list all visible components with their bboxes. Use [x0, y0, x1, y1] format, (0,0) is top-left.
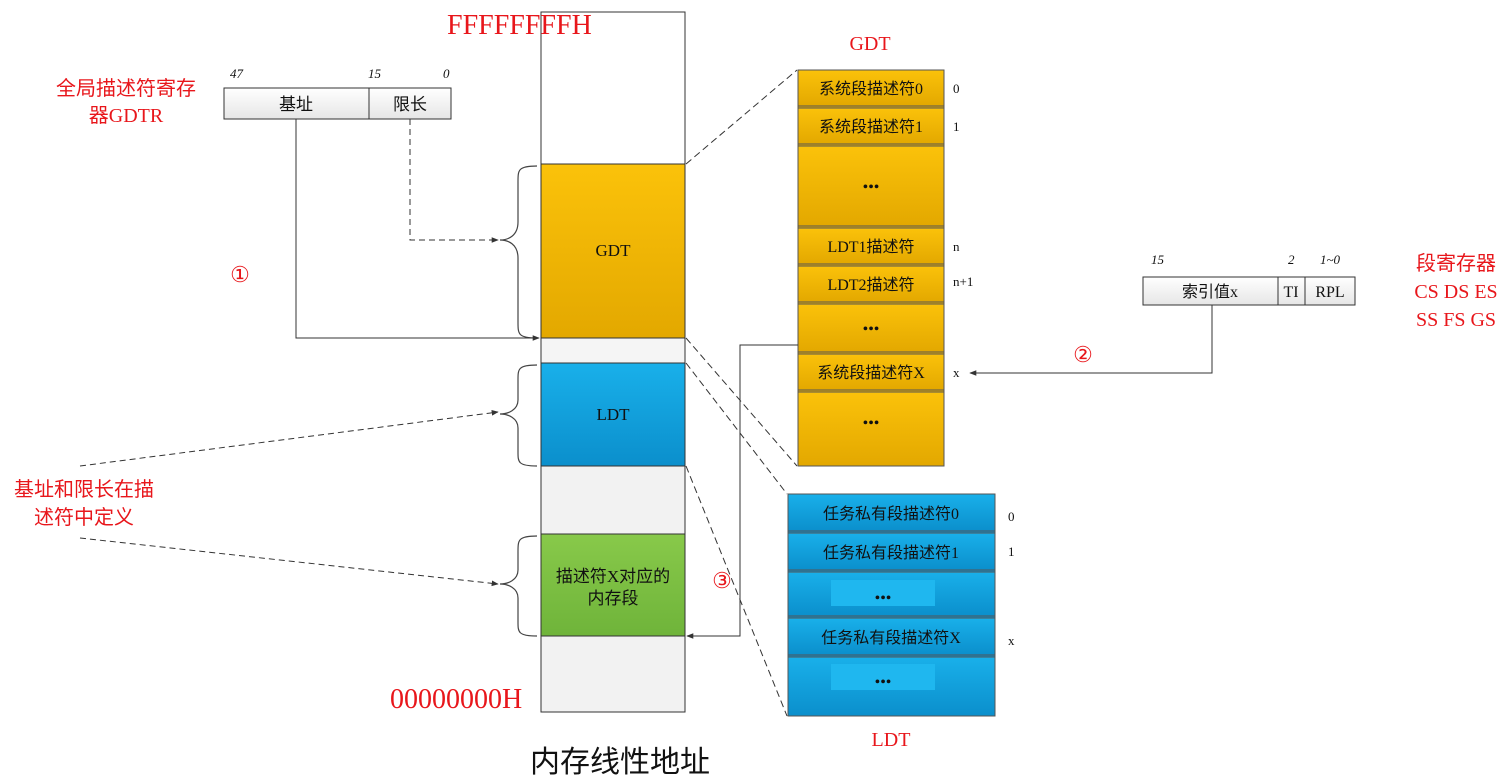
svg-text:系统段描述符0: 系统段描述符0	[819, 80, 923, 98]
svg-text:系统段描述符X: 系统段描述符X	[817, 364, 925, 382]
gdt-entry: 系统段描述符X	[797, 353, 945, 391]
gdtr-bit-15: 15	[368, 66, 382, 81]
svg-text:任务私有段描述符X: 任务私有段描述符X	[821, 629, 961, 647]
selector-index-arrow	[969, 305, 1213, 376]
svg-text:•••: •••	[875, 674, 892, 691]
gdt-index: n	[953, 239, 960, 254]
selector-rpl-field: RPL	[1315, 284, 1344, 301]
gdt-entry: 系统段描述符0	[797, 69, 945, 107]
gdtr-bit-0: 0	[443, 66, 450, 81]
svg-text:•••: •••	[863, 321, 880, 338]
ldt-entry: 任务私有段描述符X	[787, 617, 996, 656]
memory-gdt-label: GDT	[596, 241, 632, 260]
memory-gdt-region	[540, 163, 686, 339]
svg-text:•••: •••	[863, 179, 880, 196]
annotation-arrow-ldt	[79, 410, 499, 467]
gdtr-base-field: 基址	[279, 95, 313, 114]
memory-segment-label-line2: 内存段	[588, 589, 639, 608]
ldt-index: x	[1008, 633, 1015, 648]
selector-index-field: 索引值x	[1182, 283, 1238, 301]
memory-ldt-region	[540, 362, 686, 467]
svg-text:任务私有段描述符0: 任务私有段描述符0	[823, 505, 959, 523]
gdt-entry: •••	[797, 303, 945, 353]
gdt-entry: 系统段描述符1	[797, 107, 945, 145]
gdt-entry: •••	[797, 145, 945, 227]
ldt-entry: •••	[787, 656, 996, 717]
step-3-marker: ③	[712, 568, 732, 593]
ldt-entry: 任务私有段描述符0	[787, 493, 996, 532]
svg-text:•••: •••	[875, 590, 892, 607]
selector-title-line1: 段寄存器	[1416, 252, 1496, 275]
svg-text:LDT2描述符: LDT2描述符	[827, 276, 914, 294]
gdtr-bit-47: 47	[230, 66, 244, 81]
top-address-label: FFFFFFFFH	[447, 10, 592, 41]
memory-caption: 内存线性地址	[530, 746, 710, 779]
step-1-marker: ①	[230, 262, 250, 287]
svg-text:系统段描述符1: 系统段描述符1	[819, 118, 923, 136]
step-2-marker: ②	[1073, 342, 1093, 367]
memory-ldt-label: LDT	[596, 405, 630, 424]
gdt-zoom-lines	[685, 69, 798, 467]
gdt-entry: LDT2描述符	[797, 265, 945, 303]
gdtr-limit-arrow	[409, 119, 499, 243]
gdt-entry: •••	[797, 391, 945, 467]
gdt-index: n+1	[953, 274, 973, 289]
selector-bit-1-0: 1~0	[1320, 252, 1341, 267]
selector-bit-2: 2	[1288, 252, 1295, 267]
ldt-entry: •••	[787, 571, 996, 617]
gdtr-title-line2: 器GDTR	[89, 105, 164, 127]
selector-bit-15: 15	[1151, 252, 1165, 267]
annotation-line1: 基址和限长在描	[14, 478, 154, 501]
gdtr-register: 基址 限长 47 15 0	[223, 66, 452, 120]
segment-selector: 索引值x TI RPL 15 2 1~0	[1142, 252, 1356, 306]
gdt-entry: LDT1描述符	[797, 227, 945, 265]
gdt-table: 系统段描述符0 系统段描述符1 ••• LDT1描述符 LDT2描述符 ••• …	[797, 69, 973, 467]
memory-column: GDT LDT 描述符X对应的 内存段	[540, 11, 686, 713]
ldt-table-title: LDT	[872, 729, 911, 751]
gdt-index: x	[953, 365, 960, 380]
ldt-index: 1	[1008, 544, 1015, 559]
ldt-index: 0	[1008, 509, 1015, 524]
ldt-zoom-lines	[685, 362, 788, 717]
selector-title-line2: CS DS ES	[1414, 281, 1497, 303]
bottom-address-label: 00000000H	[390, 684, 522, 715]
gdtr-title-line1: 全局描述符寄存	[56, 77, 196, 100]
gdtr-base-arrow	[295, 119, 540, 341]
memory-segment-region	[540, 533, 686, 637]
gdt-index: 1	[953, 119, 960, 134]
ldt-entry: 任务私有段描述符1	[787, 532, 996, 571]
braces	[499, 165, 538, 637]
svg-text:•••: •••	[863, 415, 880, 432]
svg-text:LDT1描述符: LDT1描述符	[827, 238, 914, 256]
annotation-arrow-segment	[79, 537, 499, 587]
selector-ti-field: TI	[1283, 284, 1298, 301]
selector-title-line3: SS FS GS	[1416, 309, 1496, 331]
gdt-index: 0	[953, 81, 960, 96]
annotation-line2: 述符中定义	[34, 506, 134, 529]
gdtr-limit-field: 限长	[393, 95, 427, 114]
descriptor-to-segment-arrow	[686, 344, 798, 639]
gdt-table-title: GDT	[849, 33, 890, 55]
svg-text:任务私有段描述符1: 任务私有段描述符1	[823, 544, 959, 562]
memory-segment-label-line1: 描述符X对应的	[556, 567, 670, 586]
ldt-table: 任务私有段描述符0 任务私有段描述符1 ••• 任务私有段描述符X ••• 0 …	[787, 493, 1015, 717]
